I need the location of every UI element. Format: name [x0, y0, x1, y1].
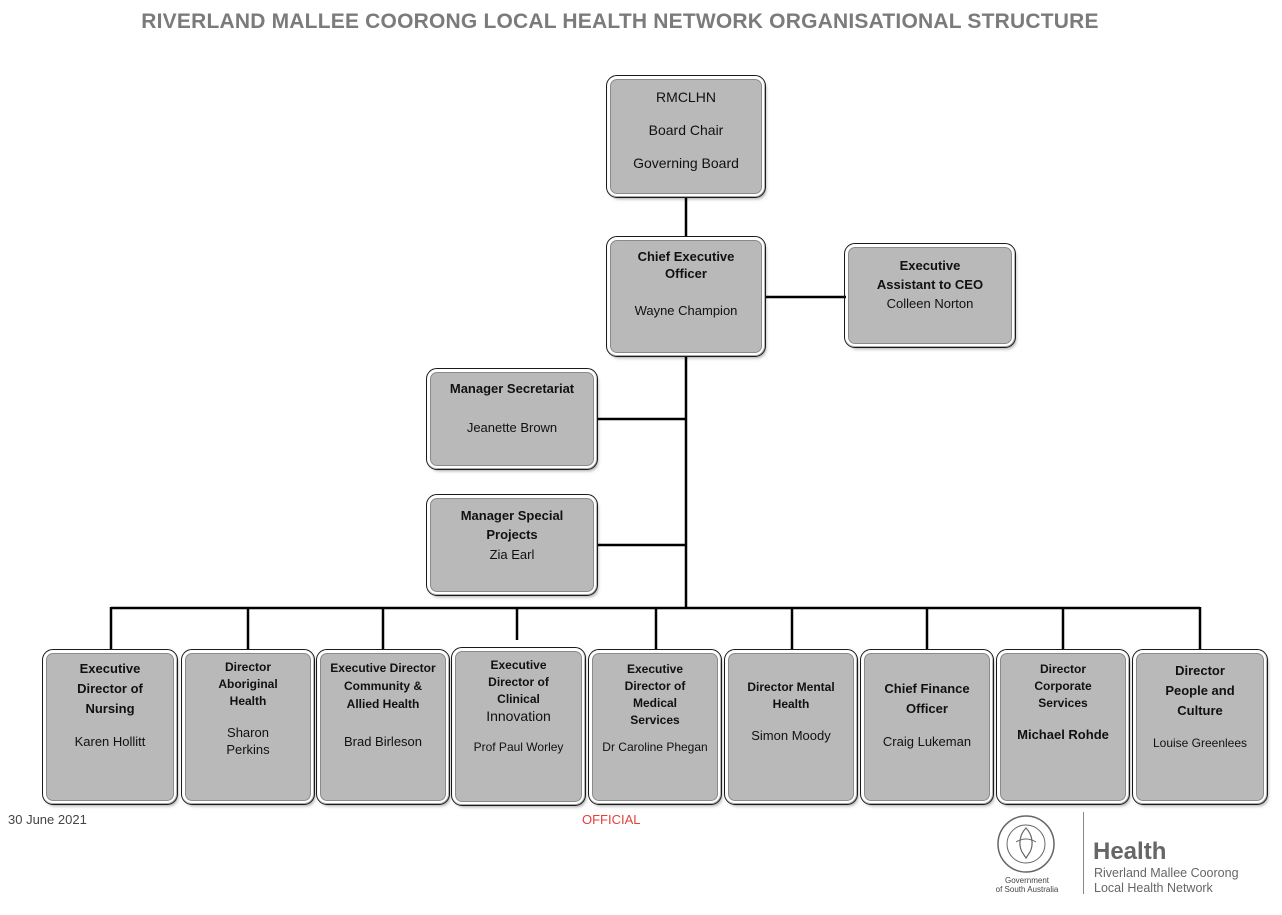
director-mental-health-box: Director Mental Health Simon Moody [724, 649, 858, 805]
health-wordmark: Health [1093, 838, 1167, 865]
director-role: Executive Director of Medical Services [624, 662, 686, 727]
ceo-box: Chief Executive Officer Wayne Champion [606, 236, 766, 357]
special-role: Manager Special Projects [460, 508, 564, 542]
director-role: Director Aboriginal Health [218, 660, 278, 708]
director-people-culture-box: Director People and Culture Louise Green… [1132, 649, 1268, 805]
director-name: Dr Caroline Phegan [602, 740, 708, 754]
network-line1: Riverland Mallee Coorong [1094, 866, 1239, 880]
board-chair-label: Board Chair [648, 122, 724, 138]
director-role: Executive Director of Clinical [488, 658, 549, 706]
director-nursing-box: Executive Director of Nursing Karen Holl… [42, 649, 178, 805]
ea-role-line2: Assistant to CEO [876, 277, 984, 292]
director-name: Karen Hollitt [74, 734, 146, 749]
logo-divider [1083, 812, 1084, 894]
director-community-allied-health-box: Executive Director Community & Allied He… [316, 649, 450, 805]
ceo-role: Chief Executive Officer [637, 249, 735, 281]
director-name: Craig Lukeman [882, 734, 972, 749]
director-role: Chief Finance Officer [884, 681, 970, 716]
director-clinical-innovation-box: Executive Director of Clinical Innovatio… [451, 647, 586, 806]
secretariat-role: Manager Secretariat [449, 381, 575, 396]
director-name: Michael Rohde [1017, 727, 1109, 742]
director-role: Director Mental Health [747, 680, 835, 711]
manager-secretariat-box: Manager Secretariat Jeanette Brown [426, 368, 598, 470]
governing-board-label: Governing Board [633, 155, 739, 171]
gov-line1: Government [1004, 876, 1050, 885]
gov-sa-label: Government of South Australia [978, 876, 1076, 894]
director-name: Brad Birleson [343, 734, 423, 749]
director-role-extra: Innovation [486, 708, 551, 724]
director-role: Director Corporate Services [1034, 662, 1092, 710]
director-aboriginal-health-box: Director Aboriginal Health Sharon Perkin… [181, 649, 315, 805]
date-label: 30 June 2021 [8, 812, 87, 827]
network-line2: Local Health Network [1094, 881, 1213, 895]
director-name: Louise Greenlees [1152, 736, 1248, 750]
director-medical-services-box: Executive Director of Medical Services D… [588, 649, 722, 805]
director-role: Executive Director Community & Allied He… [330, 661, 436, 711]
sa-government-seal-icon [997, 815, 1055, 873]
network-name: Riverland Mallee Coorong Local Health Ne… [1094, 866, 1239, 896]
gov-line2: of South Australia [995, 885, 1059, 894]
special-name: Zia Earl [489, 547, 535, 562]
director-role: Executive Director of Nursing [77, 661, 143, 716]
manager-special-projects-box: Manager Special Projects Zia Earl [426, 494, 598, 596]
director-name: Simon Moody [751, 728, 831, 743]
ea-name: Colleen Norton [886, 296, 974, 311]
secretariat-name: Jeanette Brown [466, 420, 558, 435]
board-chair-box: RMCLHN Board Chair Governing Board [606, 75, 766, 198]
chief-finance-officer-box: Chief Finance Officer Craig Lukeman [860, 649, 994, 805]
board-org: RMCLHN [656, 89, 716, 105]
ceo-name: Wayne Champion [634, 303, 738, 318]
executive-assistant-box: Executive Assistant to CEO Colleen Norto… [844, 243, 1016, 348]
director-corporate-services-box: Director Corporate Services Michael Rohd… [996, 649, 1130, 805]
director-name: Prof Paul Worley [473, 740, 564, 754]
chart-title: RIVERLAND MALLEE COORONG LOCAL HEALTH NE… [141, 10, 1099, 33]
classification-label: OFFICIAL [582, 812, 641, 827]
ea-role-line1: Executive [899, 258, 961, 273]
director-name: Sharon Perkins [226, 725, 270, 757]
director-role: Director People and Culture [1165, 663, 1235, 718]
